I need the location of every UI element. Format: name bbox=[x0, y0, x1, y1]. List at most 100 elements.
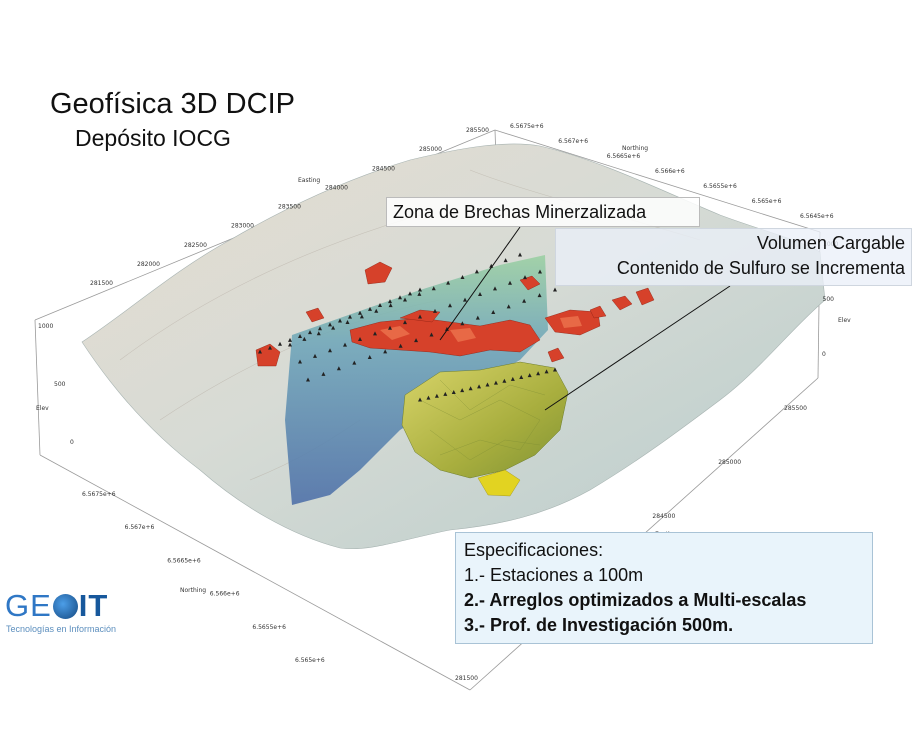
station-marker bbox=[544, 369, 549, 374]
station-marker bbox=[518, 252, 522, 257]
station-marker bbox=[345, 320, 350, 324]
station-marker bbox=[475, 315, 480, 320]
specs-item-1: 1.- Estaciones a 100m bbox=[464, 565, 644, 585]
station-marker bbox=[308, 330, 312, 335]
bottom-northing-tick-label: 6.565e+6 bbox=[295, 657, 325, 664]
station-marker bbox=[474, 269, 479, 274]
station-marker bbox=[348, 314, 352, 319]
station-marker bbox=[328, 322, 332, 327]
station-marker bbox=[373, 331, 377, 336]
right-elev-tick-label: 500 bbox=[823, 296, 835, 303]
station-marker bbox=[418, 397, 422, 402]
station-marker bbox=[403, 297, 407, 302]
station-marker bbox=[298, 334, 302, 338]
callout-leaders bbox=[439, 226, 731, 411]
specs-item-3: 3.- Prof. de Investigación 500m. bbox=[464, 615, 734, 635]
top-easting-tick-label: 283000 bbox=[231, 223, 254, 230]
station-marker bbox=[493, 286, 497, 291]
left-elev-tick-label: 0 bbox=[70, 439, 74, 446]
station-marker bbox=[426, 395, 431, 400]
top-northing-tick-label: 6.5665e+6 bbox=[607, 153, 641, 160]
station-marker bbox=[302, 336, 307, 341]
station-marker bbox=[553, 367, 557, 372]
station-marker bbox=[519, 375, 524, 379]
elev-axis-title-right: Elev bbox=[838, 317, 851, 324]
station-marker bbox=[398, 295, 402, 300]
station-marker bbox=[358, 310, 362, 315]
station-marker bbox=[316, 331, 321, 336]
station-marker bbox=[553, 287, 557, 292]
station-marker bbox=[538, 269, 542, 274]
sulfide-volume bbox=[401, 361, 569, 479]
station-marker bbox=[298, 359, 302, 364]
callout-volume-line1: Volumen Cargable bbox=[756, 233, 905, 253]
station-marker bbox=[477, 384, 482, 389]
station-marker bbox=[368, 306, 372, 311]
station-marker bbox=[328, 348, 332, 353]
station-marker bbox=[338, 318, 342, 323]
top-easting-tick-label: 282000 bbox=[137, 261, 160, 268]
station-marker bbox=[506, 304, 511, 309]
northing-axis-title-bottom: Northing bbox=[180, 587, 206, 594]
station-marker bbox=[343, 342, 347, 347]
elev-axis-title-left: Elev bbox=[36, 405, 49, 412]
station-marker bbox=[460, 275, 465, 279]
station-marker bbox=[460, 388, 465, 393]
station-marker bbox=[451, 390, 456, 394]
station-marker bbox=[321, 371, 326, 376]
station-marker bbox=[443, 391, 448, 396]
station-marker bbox=[446, 280, 451, 285]
station-marker bbox=[378, 303, 382, 307]
axis-labels: 2815002820002825002830002835002840002845… bbox=[36, 123, 851, 682]
station-marker bbox=[448, 303, 452, 308]
station-marker bbox=[388, 325, 392, 330]
easting-axis-title: Easting bbox=[298, 177, 320, 184]
station-marker bbox=[508, 280, 512, 285]
bottom-northing-tick-label: 6.5655e+6 bbox=[252, 624, 286, 631]
top-easting-tick-label: 284000 bbox=[325, 184, 348, 191]
callout-volume-line2: Contenido de Sulfuro se Incrementa bbox=[616, 258, 905, 278]
station-marker bbox=[468, 386, 473, 391]
northing-axis-title-top: Northing bbox=[622, 145, 648, 152]
bottom-northing-ticks: 6.5675e+66.567e+66.5665e+66.566e+66.5655… bbox=[82, 491, 325, 664]
bottom-northing-tick-label: 6.5665e+6 bbox=[167, 557, 201, 564]
survey-stations bbox=[258, 252, 557, 402]
station-marker bbox=[388, 299, 392, 304]
station-marker bbox=[331, 325, 336, 330]
station-marker bbox=[444, 326, 449, 331]
top-easting-tick-label: 285000 bbox=[419, 146, 442, 153]
top-easting-tick-label: 283500 bbox=[278, 204, 301, 211]
sulfide-volume-bottom bbox=[477, 469, 521, 497]
callout-breccia-zone: Zona de Brechas Minerzalizada bbox=[386, 197, 700, 227]
station-marker bbox=[536, 371, 541, 376]
top-northing-tick-label: 6.5675e+6 bbox=[510, 123, 544, 130]
top-easting-tick-label: 284500 bbox=[372, 165, 395, 172]
bottom-easting-tick-label: 285500 bbox=[784, 405, 807, 412]
station-marker bbox=[493, 380, 498, 385]
station-marker bbox=[478, 292, 482, 296]
station-marker bbox=[418, 287, 422, 292]
station-marker bbox=[429, 332, 434, 337]
station-marker bbox=[414, 338, 419, 343]
bottom-northing-tick-label: 6.5675e+6 bbox=[82, 491, 116, 498]
top-easting-ticks: 2815002820002825002830002835002840002845… bbox=[90, 127, 489, 287]
station-marker bbox=[527, 373, 532, 378]
globe-icon bbox=[52, 594, 78, 619]
bottom-easting-tick-label: 285000 bbox=[718, 459, 741, 466]
station-marker bbox=[403, 320, 407, 325]
station-marker bbox=[510, 376, 515, 381]
top-northing-tick-label: 6.5645e+6 bbox=[800, 213, 834, 220]
callout-loadable-volume: Volumen Cargable Contenido de Sulfuro se… bbox=[555, 228, 912, 286]
station-marker bbox=[537, 293, 542, 298]
specs-heading: Especificaciones: bbox=[464, 540, 604, 560]
top-easting-tick-label: 282500 bbox=[184, 242, 207, 249]
bottom-northing-tick-label: 6.566e+6 bbox=[210, 591, 240, 598]
top-northing-tick-label: 6.5655e+6 bbox=[703, 183, 737, 190]
station-marker bbox=[367, 355, 372, 359]
station-marker bbox=[491, 310, 496, 314]
station-marker bbox=[288, 337, 292, 342]
station-marker bbox=[318, 326, 322, 331]
